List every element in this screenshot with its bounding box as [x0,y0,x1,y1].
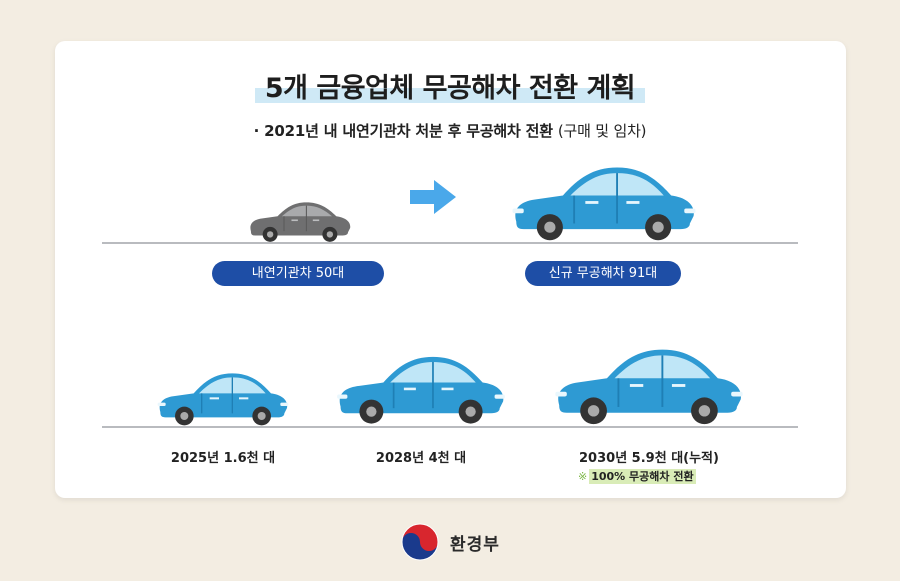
blue-car-icon-2025 [157,373,289,426]
milestone-2025: 2025년 1.6천 대 [170,451,276,466]
taegeuk-logo [401,523,439,561]
page-title: 5개 금융업체 무공해차 전환 계획 [254,66,646,105]
note-text: 100% 무공해차 전환 [589,469,696,484]
road-top [102,242,798,244]
blue-car-icon-2030 [555,349,743,425]
footer: 환경부 [0,519,900,565]
milestone-2028: 2028년 4천 대 [375,451,467,466]
gray-car-icon [250,202,351,242]
milestone-2030: 2030년 5.9천 대(누적) [579,451,719,466]
ice-count-badge: 내연기관차 50대 [212,261,384,286]
subtitle-paren: (구매 및 임차) [557,122,647,140]
subtitle: · 2021년 내 내연기관차 처분 후 무공해차 전환 (구매 및 임차) [0,120,900,141]
title-area: 5개 금융업체 무공해차 전환 계획 [0,66,900,105]
note-mark: ※ [578,470,588,483]
blue-car-icon [512,167,696,241]
ev-count-badge: 신규 무공해차 91대 [525,261,681,286]
content-card [55,41,846,498]
blue-car-icon-2028 [337,356,505,424]
arrow-right-icon [410,180,456,214]
road-bottom [102,426,798,428]
ministry-name: 환경부 [450,534,500,555]
subtitle-main: · 2021년 내 내연기관차 처분 후 무공해차 전환 [253,122,553,140]
conversion-note: ※100% 무공해차 전환 [578,468,696,484]
